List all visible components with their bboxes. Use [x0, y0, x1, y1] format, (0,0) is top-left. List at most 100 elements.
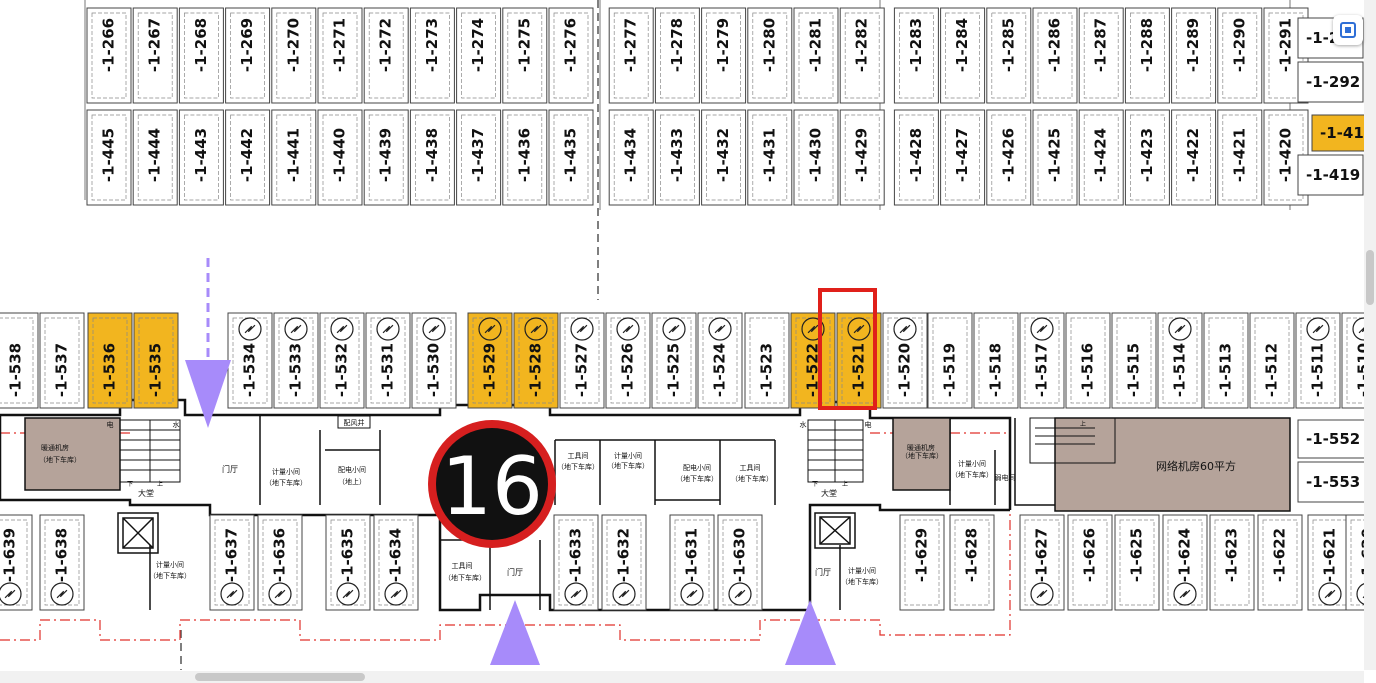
- parking-space[interactable]: -1-630: [717, 514, 763, 611]
- parking-space[interactable]: -1-427: [940, 109, 986, 206]
- parking-space[interactable]: -1-285: [986, 7, 1032, 104]
- parking-space[interactable]: -1-529: [467, 312, 513, 409]
- parking-space[interactable]: -1-629: [899, 514, 945, 611]
- parking-space[interactable]: -1-524: [697, 312, 743, 409]
- parking-space[interactable]: -1-440: [317, 109, 363, 206]
- parking-space[interactable]: -1-271: [317, 7, 363, 104]
- parking-space[interactable]: -1-429: [839, 109, 885, 206]
- parking-space[interactable]: -1-511: [1295, 312, 1341, 409]
- parking-space[interactable]: -1-520: [882, 312, 928, 409]
- parking-space[interactable]: -1-280: [747, 7, 793, 104]
- parking-space[interactable]: -1-288: [1124, 7, 1170, 104]
- parking-space[interactable]: -1-526: [605, 312, 651, 409]
- parking-space[interactable]: -1-437: [456, 109, 502, 206]
- parking-space[interactable]: -1-523: [744, 312, 790, 409]
- parking-space[interactable]: -1-533: [273, 312, 319, 409]
- parking-space[interactable]: -1-287: [1078, 7, 1124, 104]
- parking-space[interactable]: -1-442: [225, 109, 271, 206]
- parking-space[interactable]: -1-626: [1067, 514, 1113, 611]
- vertical-scrollbar[interactable]: [1364, 0, 1376, 670]
- parking-space[interactable]: -1-624: [1162, 514, 1208, 611]
- parking-space[interactable]: -1-428: [893, 109, 939, 206]
- parking-space[interactable]: -1-423: [1124, 109, 1170, 206]
- parking-space[interactable]: -1-272: [363, 7, 409, 104]
- parking-space[interactable]: -1-282: [839, 7, 885, 104]
- parking-space[interactable]: -1-281: [793, 7, 839, 104]
- parking-space[interactable]: -1-435: [548, 109, 594, 206]
- parking-space[interactable]: -1-552: [1297, 419, 1369, 459]
- parking-space[interactable]: -1-283: [893, 7, 939, 104]
- parking-space[interactable]: -1-632: [601, 514, 647, 611]
- parking-space[interactable]: -1-635: [325, 514, 371, 611]
- parking-space[interactable]: -1-553: [1297, 461, 1369, 503]
- parking-space[interactable]: -1-518: [973, 312, 1019, 409]
- parking-space[interactable]: -1-528: [513, 312, 559, 409]
- parking-space[interactable]: -1-419: [1297, 154, 1364, 196]
- parking-space[interactable]: -1-444: [132, 109, 178, 206]
- parking-space[interactable]: -1-268: [178, 7, 224, 104]
- parking-space[interactable]: -1-267: [132, 7, 178, 104]
- parking-space[interactable]: -1-513: [1203, 312, 1249, 409]
- parking-space[interactable]: -1-432: [701, 109, 747, 206]
- parking-space[interactable]: -1-441: [271, 109, 317, 206]
- parking-space[interactable]: -1-633: [553, 514, 599, 611]
- parking-space[interactable]: -1-445: [86, 109, 132, 206]
- building-number-badge[interactable]: 16: [428, 420, 556, 548]
- parking-space[interactable]: -1-530: [411, 312, 457, 409]
- parking-space[interactable]: -1-514: [1157, 312, 1203, 409]
- vertical-scrollbar-thumb[interactable]: [1366, 250, 1374, 305]
- parking-space[interactable]: -1-433: [654, 109, 700, 206]
- parking-space[interactable]: -1-623: [1209, 514, 1255, 611]
- parking-space[interactable]: -1-512: [1249, 312, 1295, 409]
- parking-space[interactable]: -1-270: [271, 7, 317, 104]
- horizontal-scrollbar-thumb[interactable]: [195, 673, 365, 681]
- parking-space[interactable]: -1-434: [608, 109, 654, 206]
- parking-space[interactable]: -1-266: [86, 7, 132, 104]
- parking-space[interactable]: -1-519: [927, 312, 973, 409]
- parking-space[interactable]: -1-422: [1171, 109, 1217, 206]
- parking-space[interactable]: -1-537: [39, 312, 85, 409]
- parking-space[interactable]: -1-636: [257, 514, 303, 611]
- parking-space[interactable]: -1-525: [651, 312, 697, 409]
- parking-space[interactable]: -1-534: [227, 312, 273, 409]
- parking-space[interactable]: -1-292: [1297, 61, 1364, 103]
- parking-space[interactable]: -1-536: [87, 312, 133, 409]
- parking-space[interactable]: -1-639: [0, 514, 33, 611]
- layers-button[interactable]: [1333, 15, 1363, 45]
- parking-space[interactable]: -1-426: [986, 109, 1032, 206]
- parking-space[interactable]: -1-278: [654, 7, 700, 104]
- parking-space[interactable]: -1-535: [133, 312, 179, 409]
- parking-space[interactable]: -1-431: [747, 109, 793, 206]
- parking-space[interactable]: -1-289: [1171, 7, 1217, 104]
- parking-space[interactable]: -1-516: [1065, 312, 1111, 409]
- parking-space[interactable]: -1-277: [608, 7, 654, 104]
- parking-space[interactable]: -1-424: [1078, 109, 1124, 206]
- parking-space[interactable]: -1-438: [409, 109, 455, 206]
- parking-space[interactable]: -1-273: [409, 7, 455, 104]
- parking-space[interactable]: -1-621: [1307, 514, 1353, 611]
- parking-space[interactable]: -1-275: [502, 7, 548, 104]
- parking-space[interactable]: -1-421: [1217, 109, 1263, 206]
- parking-space[interactable]: -1-443: [178, 109, 224, 206]
- parking-space[interactable]: -1-269: [225, 7, 271, 104]
- parking-space[interactable]: -1-625: [1114, 514, 1160, 611]
- parking-space[interactable]: -1-532: [319, 312, 365, 409]
- parking-space[interactable]: -1-637: [209, 514, 255, 611]
- horizontal-scrollbar[interactable]: [0, 671, 1364, 683]
- parking-space[interactable]: -1-638: [39, 514, 85, 611]
- parking-space[interactable]: -1-538: [0, 312, 39, 409]
- parking-space[interactable]: -1-531: [365, 312, 411, 409]
- parking-space[interactable]: -1-279: [701, 7, 747, 104]
- parking-space[interactable]: -1-286: [1032, 7, 1078, 104]
- parking-space[interactable]: -1-284: [940, 7, 986, 104]
- parking-space[interactable]: -1-515: [1111, 312, 1157, 409]
- parking-space[interactable]: -1-274: [456, 7, 502, 104]
- parking-space[interactable]: -1-418: [1311, 114, 1374, 152]
- parking-space[interactable]: -1-634: [373, 514, 419, 611]
- parking-space[interactable]: -1-517: [1019, 312, 1065, 409]
- parking-space[interactable]: -1-628: [949, 514, 995, 611]
- parking-space[interactable]: -1-522: [790, 312, 836, 409]
- parking-space[interactable]: -1-627: [1019, 514, 1065, 611]
